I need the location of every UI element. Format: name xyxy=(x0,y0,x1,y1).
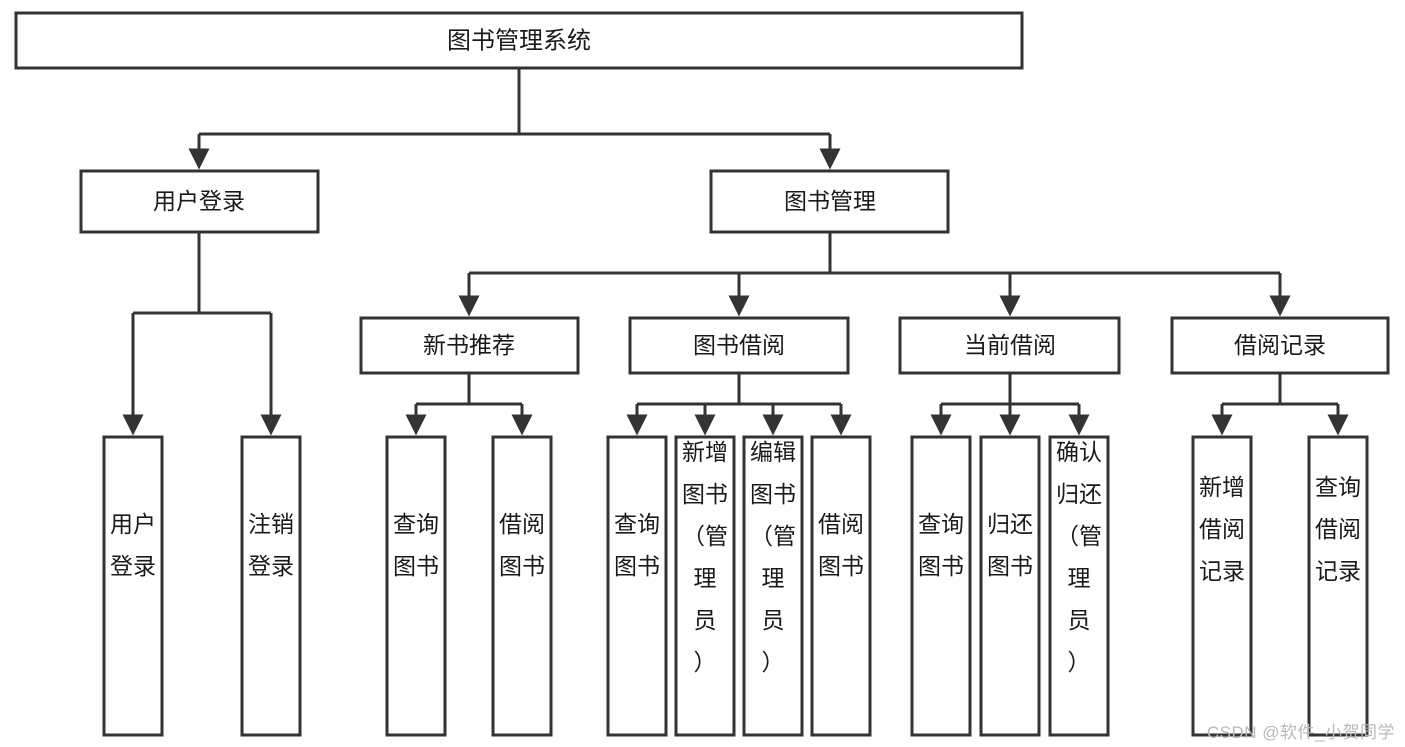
edge-bookmanage-bus xyxy=(469,232,1280,275)
edge-root-bus xyxy=(199,68,830,136)
edge-newbook-bus xyxy=(416,373,522,406)
leaf-label-vertical: 查询图书 xyxy=(614,511,660,579)
node-borrow-record-label: 借阅记录 xyxy=(1234,332,1326,358)
leaf-book-borrow-edit[interactable]: 编辑图书（管理员） xyxy=(742,435,804,737)
leaf-label-vertical: 编辑图书（管理员） xyxy=(750,439,796,675)
connector-layer xyxy=(122,68,1349,436)
leaf-borrow-record-query[interactable]: 查询借阅记录 xyxy=(1307,435,1369,737)
edge-bookborrow-bus xyxy=(637,373,841,406)
leaf-label-vertical: 确认归还（管理员） xyxy=(1056,439,1102,675)
node-root[interactable]: 图书管理系统 xyxy=(14,11,1024,70)
node-book-manage[interactable]: 图书管理 xyxy=(709,169,950,234)
node-user-login[interactable]: 用户登录 xyxy=(79,169,320,234)
leaf-label-vertical: 用户登录 xyxy=(110,511,156,579)
node-new-book-recommend-label: 新书推荐 xyxy=(423,332,515,358)
leaf-current-borrow-confirm[interactable]: 确认归还（管理员） xyxy=(1048,435,1110,737)
leaf-label-vertical: 查询借阅记录 xyxy=(1315,474,1361,584)
leaf-user-login-logout[interactable]: 注销登录 xyxy=(240,435,302,737)
leaf-current-borrow-query[interactable]: 查询图书 xyxy=(910,435,972,737)
leaf-label-vertical: 查询图书 xyxy=(918,511,964,579)
leaf-book-borrow-add[interactable]: 新增图书（管理员） xyxy=(674,435,736,737)
node-root-label: 图书管理系统 xyxy=(447,27,591,54)
node-book-borrow-label: 图书借阅 xyxy=(693,332,785,358)
edge-userlogin-bus xyxy=(133,232,271,315)
leaf-user-login-login[interactable]: 用户登录 xyxy=(102,435,164,737)
node-new-book-recommend[interactable]: 新书推荐 xyxy=(359,316,580,375)
leaf-new-book-borrow[interactable]: 借阅图书 xyxy=(491,435,553,737)
leaf-label-vertical: 借阅图书 xyxy=(818,511,864,579)
leaf-book-borrow-query[interactable]: 查询图书 xyxy=(606,435,668,737)
edge-currentborrow-bus xyxy=(941,373,1079,406)
leaf-current-borrow-return[interactable]: 归还图书 xyxy=(979,435,1041,737)
node-book-borrow[interactable]: 图书借阅 xyxy=(628,316,850,375)
node-borrow-record[interactable]: 借阅记录 xyxy=(1170,316,1390,375)
leaf-label-vertical: 新增图书（管理员） xyxy=(682,439,728,675)
leaf-label-vertical: 借阅图书 xyxy=(499,511,545,579)
csdn-watermark: CSDN @软件_小贺同学 xyxy=(1206,723,1395,742)
leaf-label-vertical: 归还图书 xyxy=(987,511,1033,579)
leaf-label-vertical: 查询图书 xyxy=(393,511,439,579)
leaf-label-vertical: 新增借阅记录 xyxy=(1199,474,1245,584)
node-user-login-label: 用户登录 xyxy=(153,188,245,214)
node-current-borrow[interactable]: 当前借阅 xyxy=(898,316,1121,375)
node-book-manage-label: 图书管理 xyxy=(784,188,876,214)
edge-borrowrecord-bus xyxy=(1222,373,1338,406)
leaf-book-borrow-borrow[interactable]: 借阅图书 xyxy=(810,435,872,737)
leaf-label-vertical: 注销登录 xyxy=(248,511,294,579)
leaf-new-book-query[interactable]: 查询图书 xyxy=(385,435,447,737)
leaf-borrow-record-add[interactable]: 新增借阅记录 xyxy=(1191,435,1253,737)
node-current-borrow-label: 当前借阅 xyxy=(964,332,1056,358)
